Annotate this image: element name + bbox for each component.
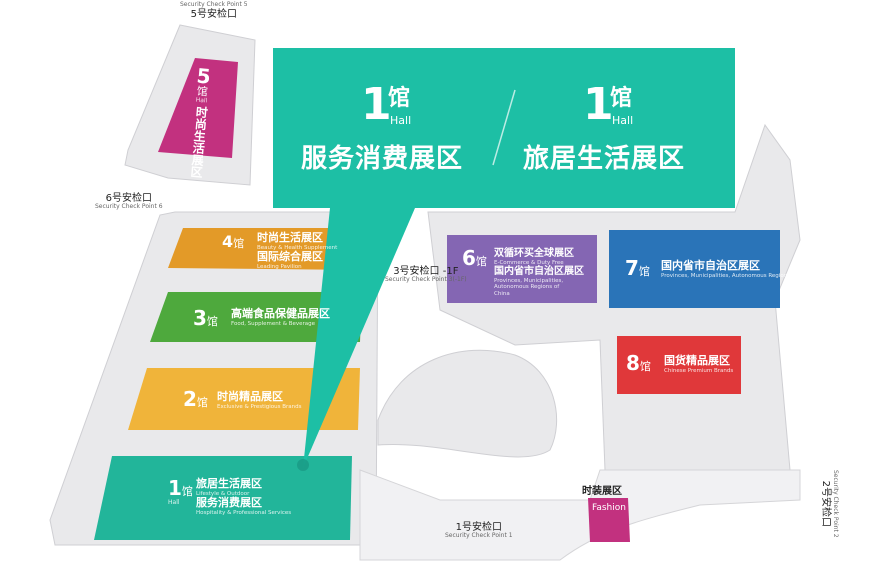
location-marker-icon bbox=[297, 459, 309, 471]
callout-pointer bbox=[303, 208, 415, 468]
hall-6-zone2: 国内省市自治区展区 bbox=[494, 266, 584, 278]
hall-4-number: 4 bbox=[222, 232, 234, 251]
hall-2-number: 2 bbox=[183, 387, 197, 411]
hall-1-callout: 1 馆 Hall 服务消费展区 1 馆 Hall 旅居生活展区 bbox=[273, 48, 735, 208]
hall-2-area[interactable] bbox=[128, 368, 360, 430]
checkpoint-3-label: 3号安检口 -1F Security Check Point 3(-1F) bbox=[385, 266, 467, 284]
hall-7-area[interactable] bbox=[609, 230, 780, 308]
callout-left-hall: Hall bbox=[390, 114, 412, 127]
hall-1-zone2-en: Hospitality & Professional Services bbox=[196, 509, 292, 516]
checkpoint-2-en: Security Check Point 2 bbox=[832, 470, 839, 538]
hall-6-zone2-en: Provinces, Municipalities, Autonomous Re… bbox=[494, 277, 564, 297]
checkpoint-1-cn: 1号安检口 bbox=[455, 522, 502, 533]
fashion-area[interactable] bbox=[588, 498, 630, 542]
hall-4-label[interactable]: 4馆 时尚生活展区 Beauty & Health Supplement 国际综… bbox=[222, 231, 337, 270]
checkpoint-5-cn: 5号安检口 bbox=[190, 8, 237, 20]
hall-5-area[interactable] bbox=[158, 58, 238, 158]
hall-6-guan: 馆 bbox=[475, 255, 487, 268]
hall-1-zone1: 旅居生活展区 bbox=[196, 477, 262, 490]
callout-right-number: 1 bbox=[583, 79, 614, 130]
hall-1-number: 1 bbox=[168, 476, 182, 500]
callout-right-hall: Hall bbox=[612, 114, 634, 127]
fashion-cn: 时装展区 bbox=[582, 486, 622, 497]
hall-4-zone2-en: Leading Pavilion bbox=[257, 263, 302, 270]
callout-left-number: 1 bbox=[361, 79, 392, 130]
checkpoint-5-en: Security Check Point 5 bbox=[180, 1, 248, 8]
hall-8-zone-en: Chinese Premium Brands bbox=[664, 367, 734, 374]
hall-8-label[interactable]: 8馆 国货精品展区 Chinese Premium Brands bbox=[626, 351, 733, 375]
hall-1-hall: Hall bbox=[168, 499, 180, 506]
hall-1-area[interactable] bbox=[94, 456, 352, 540]
hall-2-zone-en: Exclusive & Prestigious Brands bbox=[217, 403, 302, 410]
lower-walkway bbox=[359, 469, 801, 561]
hall-6-zone1: 双循环买全球展区 bbox=[494, 248, 574, 259]
checkpoint-2-cn: 2号安检口 bbox=[820, 480, 832, 527]
hall-7-number: 7 bbox=[625, 256, 639, 280]
hall-3-zone: 高端食品保健品展区 bbox=[231, 307, 330, 320]
hall-1-guan: 馆 bbox=[181, 485, 193, 498]
hall-1-label[interactable]: 1馆 Hall 旅居生活展区 Lifestyle & Outdoor 服务消费展… bbox=[168, 476, 291, 516]
hall-6-label[interactable]: 6馆 双循环买全球展区 E-Commerce & Duty Free 国内省市自… bbox=[462, 246, 584, 297]
callout-right-guan: 馆 bbox=[610, 86, 633, 111]
callout-left-guan: 馆 bbox=[388, 86, 411, 111]
hall-2-guan: 馆 bbox=[196, 396, 208, 409]
hall-4-guan: 馆 bbox=[233, 237, 245, 250]
callout-right-zone: 旅居生活展区 bbox=[523, 144, 686, 174]
hall-1-zone2: 服务消费展区 bbox=[196, 496, 262, 510]
callout-left-zone: 服务消费展区 bbox=[301, 144, 464, 174]
checkpoint-6-label: 6号安检口 Security Check Point 6 bbox=[95, 193, 163, 211]
hall-8-number: 8 bbox=[626, 351, 640, 375]
checkpoint-6-en: Security Check Point 6 bbox=[95, 203, 163, 210]
fashion-en: Fashion bbox=[592, 503, 626, 513]
hall-6-number: 6 bbox=[462, 246, 476, 270]
checkpoint-3-en: Security Check Point 3(-1F) bbox=[385, 276, 467, 283]
hall-4-area[interactable] bbox=[168, 228, 362, 270]
hall-3-label[interactable]: 3馆 高端食品保健品展区 Food, Supplement & Beverage bbox=[193, 306, 330, 330]
checkpoint-5-label: Security Check Point 5 5号安检口 bbox=[180, 1, 248, 20]
hall-5-number: 5 bbox=[195, 63, 212, 89]
checkpoint-6-cn: 6号安检口 bbox=[105, 193, 152, 204]
checkpoint-3-cn: 3号安检口 -1F bbox=[393, 266, 459, 277]
hall-1-zone1-en: Lifestyle & Outdoor bbox=[196, 490, 250, 497]
hall-6-zone1-en: E-Commerce & Duty Free bbox=[494, 259, 564, 266]
hall-4-zone2: 国际综合展区 bbox=[257, 250, 323, 264]
callout-divider bbox=[492, 89, 516, 166]
hall-7-label[interactable]: 7馆 国内省市自治区展区 Provinces, Municipalities, … bbox=[625, 256, 815, 280]
hall-6-area[interactable] bbox=[447, 235, 597, 303]
hall-3-guan: 馆 bbox=[206, 315, 218, 328]
hall-7-zone: 国内省市自治区展区 bbox=[661, 259, 760, 272]
hall-5-hall: Hall bbox=[195, 96, 208, 105]
hall-3-number: 3 bbox=[193, 306, 207, 330]
hall-4-zone1-en: Beauty & Health Supplement bbox=[257, 244, 338, 251]
hall-8-guan: 馆 bbox=[639, 360, 651, 373]
hall-3-area[interactable] bbox=[150, 292, 362, 342]
fashion-label[interactable]: 时装展区 bbox=[582, 486, 622, 497]
hall-4-zone1: 时尚生活展区 bbox=[257, 231, 323, 244]
hall-3-zone-en: Food, Supplement & Beverage bbox=[231, 320, 316, 327]
hall-8-area[interactable] bbox=[617, 336, 741, 394]
hall-7-guan: 馆 bbox=[638, 265, 650, 278]
checkpoint-2-label: Security Check Point 2 2号安检口 bbox=[820, 470, 839, 538]
hall-8-zone: 国货精品展区 bbox=[664, 354, 730, 367]
hall-2-zone: 时尚精品展区 bbox=[217, 390, 283, 403]
checkpoint-1-label: 1号安检口 Security Check Point 1 bbox=[445, 522, 513, 540]
hall-2-label[interactable]: 2馆 时尚精品展区 Exclusive & Prestigious Brands bbox=[183, 387, 302, 411]
hall-7-zone-en: Provinces, Municipalities, Autonomous Re… bbox=[661, 272, 815, 279]
checkpoint-1-en: Security Check Point 1 bbox=[445, 532, 513, 539]
curved-walkway bbox=[377, 349, 557, 458]
